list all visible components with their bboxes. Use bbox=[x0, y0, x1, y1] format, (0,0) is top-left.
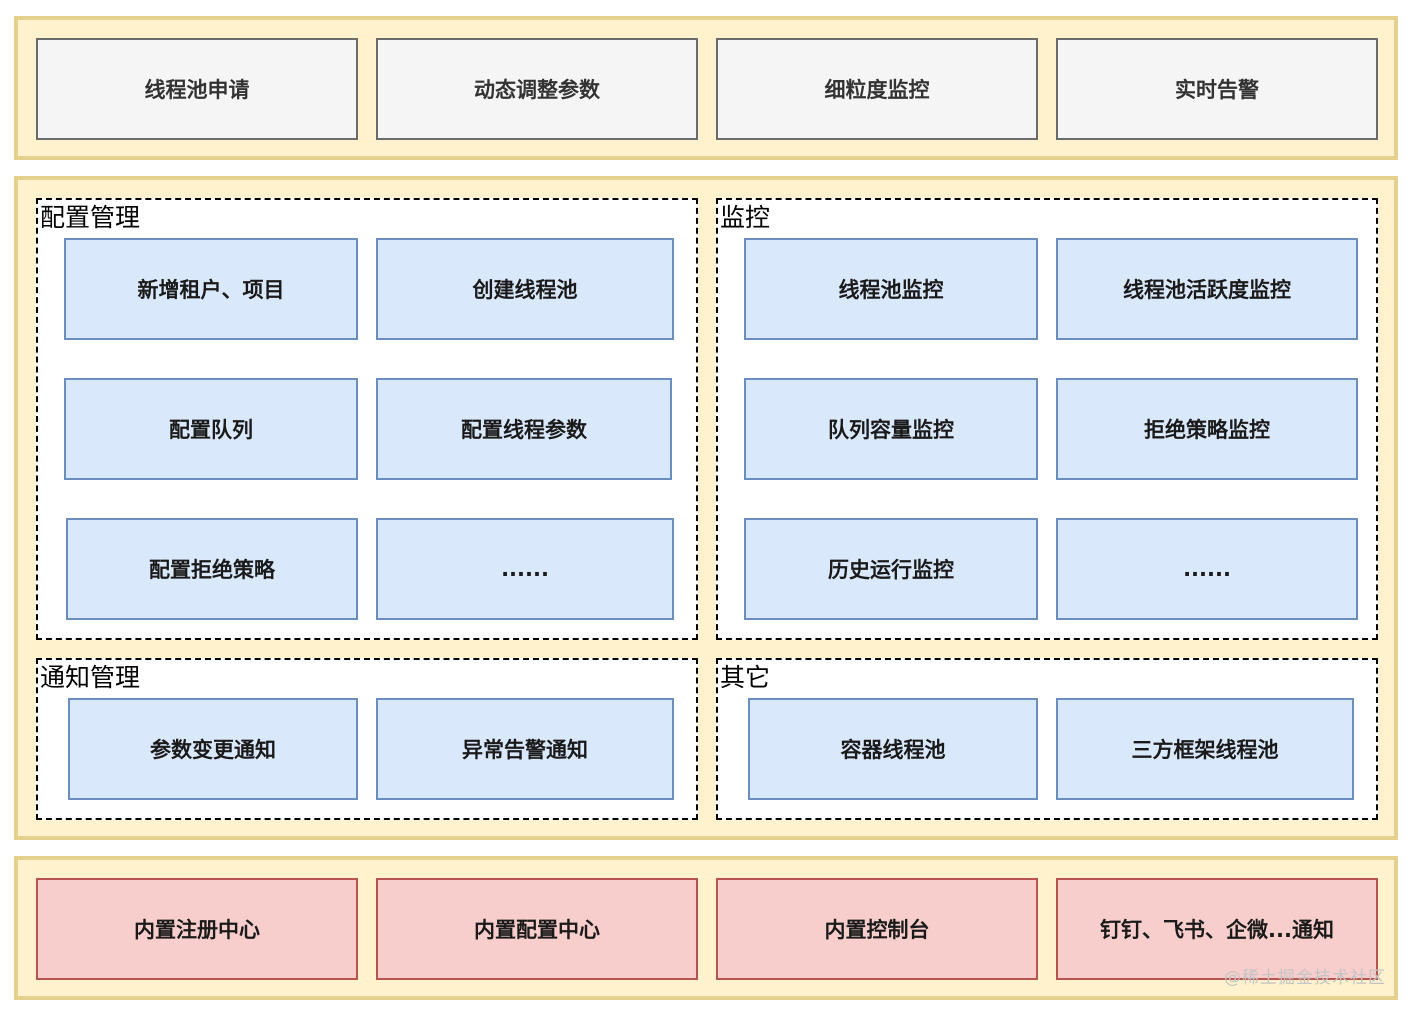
other-title: 其它 bbox=[720, 663, 771, 692]
watermark: @稀土掘金技术社区 bbox=[1224, 968, 1386, 988]
notify-item-param-change: 参数变更通知 bbox=[68, 698, 358, 800]
config-item-thread-params: 配置线程参数 bbox=[376, 378, 672, 480]
config-item-reject-policy: 配置拒绝策略 bbox=[66, 518, 358, 620]
builtin-console-box: 内置控制台 bbox=[716, 878, 1038, 980]
monitor-item-queue-capacity: 队列容量监控 bbox=[744, 378, 1038, 480]
builtin-config-center-box: 内置配置中心 bbox=[376, 878, 698, 980]
monitor-item-history: 历史运行监控 bbox=[744, 518, 1038, 620]
monitor-item-more: ...... bbox=[1056, 518, 1358, 620]
monitor-item-pool: 线程池监控 bbox=[744, 238, 1038, 340]
notify-management-title: 通知管理 bbox=[40, 663, 141, 692]
builtin-registry-box: 内置注册中心 bbox=[36, 878, 358, 980]
other-item-third-party-pool: 三方框架线程池 bbox=[1056, 698, 1354, 800]
monitor-title: 监控 bbox=[720, 203, 771, 232]
config-item-add-tenant: 新增租户、项目 bbox=[64, 238, 358, 340]
config-management-title: 配置管理 bbox=[40, 203, 141, 232]
config-item-create-pool: 创建线程池 bbox=[376, 238, 674, 340]
config-item-more: ...... bbox=[376, 518, 674, 620]
thread-pool-apply-box: 线程池申请 bbox=[36, 38, 358, 140]
realtime-alarm-box: 实时告警 bbox=[1056, 38, 1378, 140]
monitor-item-reject-policy: 拒绝策略监控 bbox=[1056, 378, 1358, 480]
monitor-item-pool-activity: 线程池活跃度监控 bbox=[1056, 238, 1358, 340]
notify-item-exception-alarm: 异常告警通知 bbox=[376, 698, 674, 800]
im-notification-box: 钉钉、飞书、企微...通知 bbox=[1056, 878, 1378, 980]
fine-grained-monitor-box: 细粒度监控 bbox=[716, 38, 1038, 140]
dynamic-adjust-params-box: 动态调整参数 bbox=[376, 38, 698, 140]
other-item-container-pool: 容器线程池 bbox=[748, 698, 1038, 800]
config-item-queue: 配置队列 bbox=[64, 378, 358, 480]
